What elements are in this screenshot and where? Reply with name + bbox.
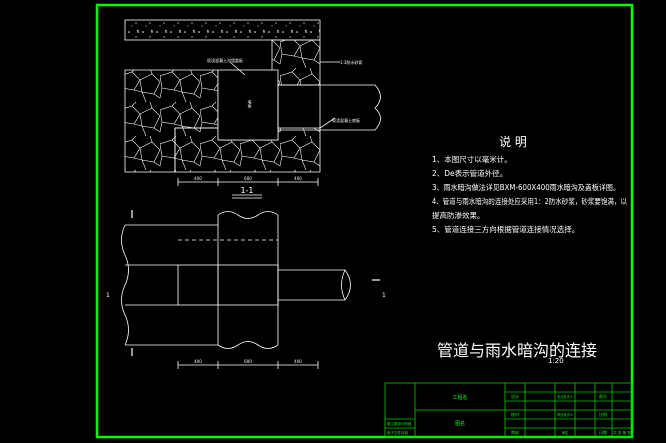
bottom-label: 现浇混凝土底板 [332,117,360,123]
tb-sheet: 共 张 第 张 [613,430,631,435]
note-5: 5、管道连接三方向根据管道连接情况选择。 [432,224,579,234]
note-4: 4、管道与雨水暗沟的连接处应采用1：2防水砂浆，砂浆要饱满，以 [432,196,627,206]
channel-interior [217,69,279,141]
title-block-drawing: 图名 [455,420,465,427]
side-label: 墙体 [248,99,253,109]
sheet-border [95,3,634,439]
section-label: 1-1 [240,186,253,195]
title-block-project: 工程名 [452,394,467,401]
note-4-cont: 提高防渗效果。 [432,210,485,220]
tb-row-label-3: 审核 [511,429,519,435]
plan-dim-3: 400 [294,359,302,364]
plan-dim-1: 400 [194,359,202,364]
title-block-left-top: 施工图设计阶段 [387,421,412,426]
wall-label: 现浇混凝土沟墙盖板 [207,57,243,63]
tb-row-label-2: 校对 [511,411,519,417]
title-block-left-bottom: 电子文件存档 [387,430,408,435]
note-1: 1、本图尺寸以毫米计。 [432,154,512,164]
tb-row-label-1: 设计 [511,393,519,399]
note-3: 3、雨水暗沟做法详见BXM-600X400雨水暗沟及盖板详图。 [432,182,620,192]
section-dim-1: 400 [194,176,202,181]
section-dim-2: 600 [244,176,252,181]
plan-dim-2: 600 [244,359,252,364]
pipe-section [278,84,381,131]
tb-mid-label-2: 项目负责人 [557,412,574,417]
tb-right-label-1: 图号 [599,393,607,399]
title-block [384,382,633,438]
drawing-title: 管道与雨水暗沟的连接 [437,341,597,360]
plan-section-mark-right: 1 [382,292,386,299]
cover-label: 1:3防水砂浆 [340,59,362,65]
tb-mid-label-1: 专业负责人 [557,394,574,399]
tb-mid-label-3: 审定 [562,430,569,435]
note-2: 2、De表示管道外径。 [432,168,507,178]
drawing-scale: 1:20 [548,357,564,365]
right-upper-wall [271,39,321,86]
tb-right-label-2: 比例 [599,411,607,417]
notes-heading: 说 明 [499,134,527,149]
plan-view [121,210,380,369]
tb-right-label-3: 日期 [599,429,607,435]
section-dim-3: 400 [294,176,302,181]
section-view [124,19,381,199]
top-slab [124,19,321,41]
plan-section-mark-left: 1 [106,292,110,299]
